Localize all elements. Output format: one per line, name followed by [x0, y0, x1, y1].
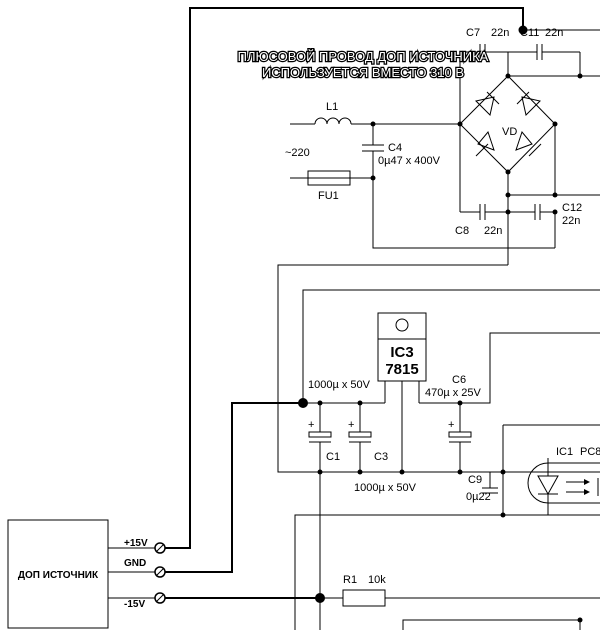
label-ic1: IC1 [556, 446, 573, 458]
label-c7-value: 22n [491, 27, 509, 39]
lower-frame-wire [294, 514, 600, 630]
label-c7: C7 [466, 27, 480, 39]
label-c9: C9 [468, 474, 482, 486]
minus15-wire [160, 593, 325, 603]
label-c9-value: 0µ22 [466, 491, 491, 503]
plus-sign-c1: + [308, 419, 314, 431]
resistor-r1 [320, 589, 600, 607]
plus15-feed-wire [160, 7, 600, 549]
label-mains: ~220 [285, 147, 310, 159]
plus-sign-c3: + [348, 419, 354, 431]
label-c6-value: 470µ x 25V [425, 387, 482, 399]
capacitor-c4 [362, 124, 384, 178]
label-pc8: PC8 [580, 446, 600, 458]
capacitor-c7 [460, 44, 508, 60]
label-c6: C6 [452, 374, 466, 386]
capacitor-c8 [459, 124, 508, 220]
inductor-l1 [290, 117, 460, 125]
label-r1: R1 [343, 574, 357, 586]
note-line-2: ИСПОЛЬЗУЕТСЯ ВМЕСТО 310 В [262, 65, 464, 80]
label-ic3: IC3 [390, 344, 413, 361]
note-line-1: ПЛЮСОВОЙ ПРОВОД ДОП ИСТОЧНИКА [238, 49, 489, 64]
label-r1-value: 10k [368, 574, 386, 586]
label-c12-value: 22n [562, 215, 580, 227]
capacitor-c11 [508, 44, 581, 76]
label-c3-value: 1000µ x 50V [354, 482, 417, 494]
regulator-ic3 [377, 312, 427, 472]
label-c4: C4 [388, 142, 402, 154]
capacitor-c3 [348, 403, 372, 472]
label-c11-value: 22n [545, 27, 563, 39]
inner-frame-wire [302, 289, 600, 403]
label-ic3-part: 7815 [385, 361, 418, 378]
capacitor-c12 [508, 204, 556, 248]
optocoupler-ic1 [527, 458, 600, 515]
label-fu1: FU1 [318, 190, 339, 202]
label-c12: C12 [562, 202, 582, 214]
fuse-fu1 [290, 170, 373, 186]
gnd-wire [160, 398, 308, 573]
pin-label-gnd: GND [124, 558, 146, 569]
outer-frame-wire [277, 264, 600, 473]
pin-label-plus15: +15V [124, 538, 148, 549]
terminal-minus15[interactable] [154, 592, 166, 604]
label-c1-value: 1000µ x 50V [308, 379, 371, 391]
label-vd: VD [502, 126, 517, 138]
label-c8: C8 [455, 225, 469, 237]
terminal-plus15[interactable] [154, 542, 166, 554]
terminal-gnd[interactable] [154, 566, 166, 578]
bottom-wire [402, 619, 581, 630]
label-c4-value: 0µ47 x 400V [378, 155, 441, 167]
capacitor-c6 [448, 403, 472, 472]
label-l1: L1 [326, 101, 338, 113]
label-c8-value: 22n [484, 225, 502, 237]
aux-source-label: ДОП ИСТОЧНИК [18, 570, 99, 581]
pin-label-minus15: -15V [124, 599, 145, 610]
capacitor-c9 [482, 472, 498, 494]
plus-sign-c6: + [448, 419, 454, 431]
aux-power-source [7, 519, 160, 629]
label-c1: C1 [326, 451, 340, 463]
label-c11: C11 [520, 27, 539, 39]
diode-bridge-vd [459, 75, 556, 173]
label-c3: C3 [374, 451, 388, 463]
